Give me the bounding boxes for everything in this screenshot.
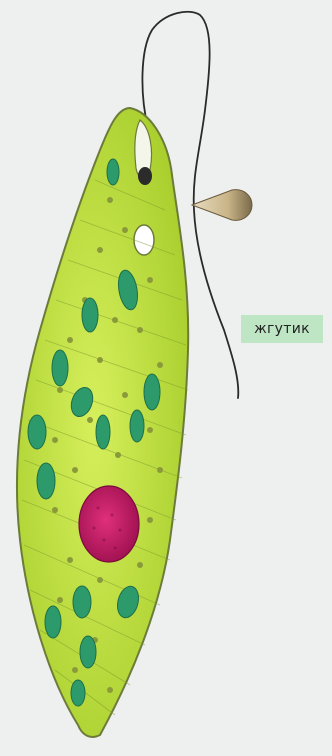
- eyespot: [138, 167, 152, 185]
- flagellum-label: жгутик: [241, 315, 323, 343]
- nucleus: [79, 486, 139, 562]
- contractile-vacuole: [134, 225, 154, 255]
- pointer-arrow: [192, 190, 252, 221]
